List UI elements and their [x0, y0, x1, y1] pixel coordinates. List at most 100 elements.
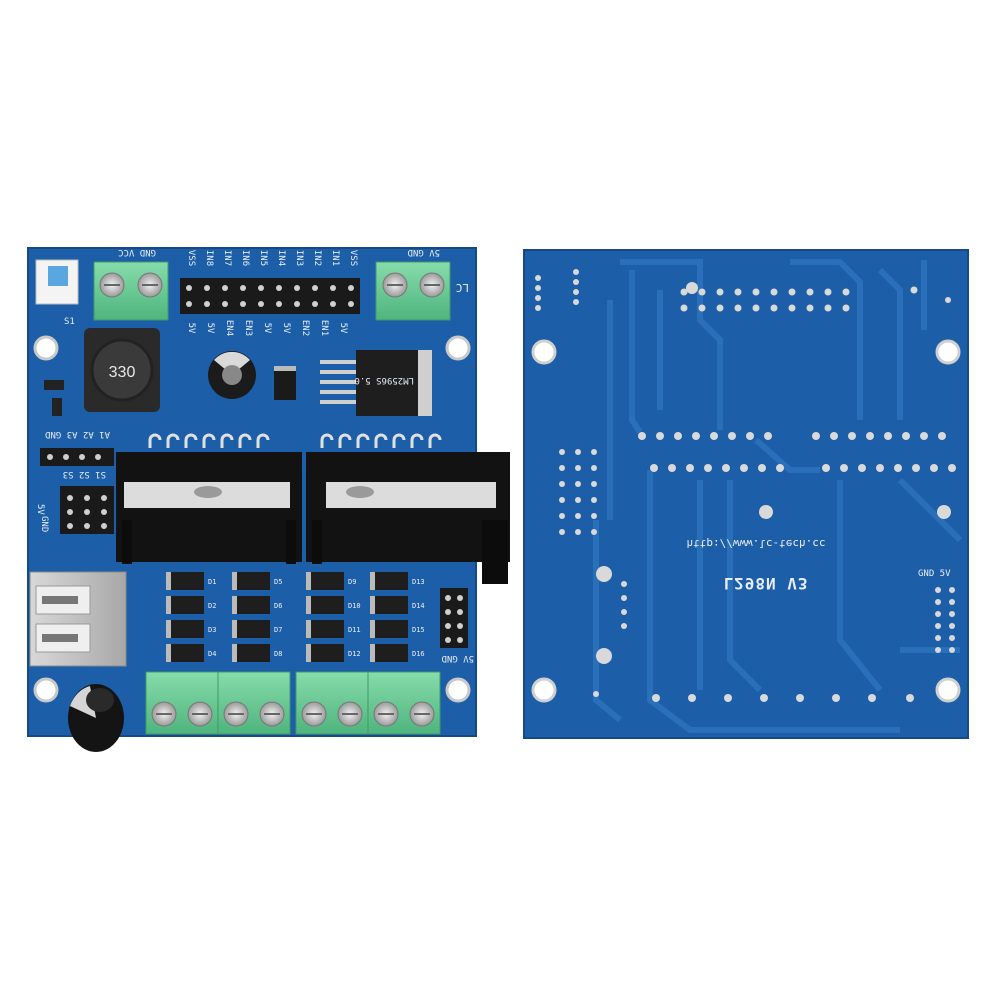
back-model-text: L298N V3: [723, 574, 808, 593]
solder-pad: [591, 529, 597, 535]
top-header-label: VSS: [186, 250, 196, 266]
diode-band: [370, 596, 375, 614]
diode-body: [306, 572, 344, 590]
solder-pad: [688, 694, 696, 702]
solder-pad: [740, 464, 748, 472]
back-traces: [593, 259, 963, 733]
solder-pad: [752, 288, 760, 296]
back-mounting-holes: [531, 339, 961, 703]
back-corner-label: GND 5V: [918, 569, 951, 579]
solder-pad: [559, 449, 565, 455]
regulator-text: LM2596S 5.0: [354, 375, 414, 385]
solder-pad: [591, 449, 597, 455]
diode-label: D11: [348, 626, 361, 634]
solder-pad: [559, 465, 565, 471]
solder-pad: [559, 529, 565, 535]
solder-pad: [949, 587, 955, 593]
solder-pad: [535, 295, 541, 301]
header-pin: [294, 301, 300, 307]
servo-5v-label: 5V: [35, 504, 45, 515]
top-header-label: IN2: [312, 250, 322, 266]
solder-pad: [535, 275, 541, 281]
top-header-label: IN3: [294, 250, 304, 266]
header-pin: [312, 285, 318, 291]
solder-pad: [910, 286, 918, 294]
solder-pad: [788, 288, 796, 296]
bottom-header-label: 5V: [281, 323, 291, 334]
solder-pad: [591, 465, 597, 471]
diode-band: [232, 644, 237, 662]
solder-pad: [770, 288, 778, 296]
solder-pad: [949, 623, 955, 629]
solder-pad: [806, 304, 814, 312]
capacitor-top: [208, 351, 256, 399]
diode-band: [232, 620, 237, 638]
header-pin: [222, 301, 228, 307]
diode-label: D16: [412, 650, 425, 658]
terminal-block: [217, 671, 291, 735]
solder-pad: [848, 432, 856, 440]
diode-band: [232, 572, 237, 590]
solder-pad: [575, 449, 581, 455]
capacitor-bottom: [68, 684, 124, 752]
solder-pad: [764, 432, 772, 440]
diode-label: D1: [208, 578, 216, 586]
solder-pad: [760, 694, 768, 702]
diode-band: [306, 644, 311, 662]
diode-body: [370, 644, 408, 662]
header-pin: [276, 285, 282, 291]
header-pin: [204, 301, 210, 307]
solder-pad: [734, 288, 742, 296]
header-pin: [240, 285, 246, 291]
solder-pad: [948, 464, 956, 472]
solder-pad: [573, 299, 579, 305]
smd-d18: [44, 380, 64, 390]
diode-band: [232, 596, 237, 614]
diode-label: D3: [208, 626, 216, 634]
diode-label: D10: [348, 602, 361, 610]
solder-pad: [894, 464, 902, 472]
bottom-header-label: 5V: [205, 323, 215, 334]
solder-pad: [806, 288, 814, 296]
servo-labels: S1 S2 S3: [63, 469, 106, 479]
header-pin: [258, 301, 264, 307]
analog-labels: A1 A2 A3 GND: [45, 429, 110, 439]
header-pin: [186, 301, 192, 307]
solder-pad: [752, 304, 760, 312]
solder-pad: [938, 432, 946, 440]
bottom-header-label: EN4: [224, 320, 234, 336]
solder-pad: [935, 635, 941, 641]
solder-pad: [945, 297, 951, 303]
solder-pad: [692, 432, 700, 440]
edge-label: LC: [456, 281, 469, 294]
top-header-label: IN6: [240, 250, 250, 266]
diode-band: [306, 572, 311, 590]
front-mounting-holes: [33, 335, 471, 703]
header-pin: [222, 285, 228, 291]
solder-pad: [830, 432, 838, 440]
solder-pad: [935, 623, 941, 629]
solder-pad: [935, 647, 941, 653]
bottom-header-label: 5V: [262, 323, 272, 334]
solder-pad: [822, 464, 830, 472]
diode-body: [306, 644, 344, 662]
header-pin: [312, 301, 318, 307]
solder-pad: [686, 464, 694, 472]
solder-pad: [776, 464, 784, 472]
solder-pad: [638, 432, 646, 440]
solder-pad: [920, 432, 928, 440]
header-pin: [258, 285, 264, 291]
terminal-block: [295, 671, 369, 735]
solder-pad: [724, 694, 732, 702]
solder-pad: [674, 432, 682, 440]
solder-pad: [668, 464, 676, 472]
solder-pad: [535, 285, 541, 291]
solder-pad: [935, 611, 941, 617]
solder-pad: [949, 647, 955, 653]
diode-label: D13: [412, 578, 425, 586]
solder-pad: [575, 497, 581, 503]
solder-pad: [591, 513, 597, 519]
power-left-label: GND VCC: [118, 247, 156, 257]
diode-body: [370, 620, 408, 638]
